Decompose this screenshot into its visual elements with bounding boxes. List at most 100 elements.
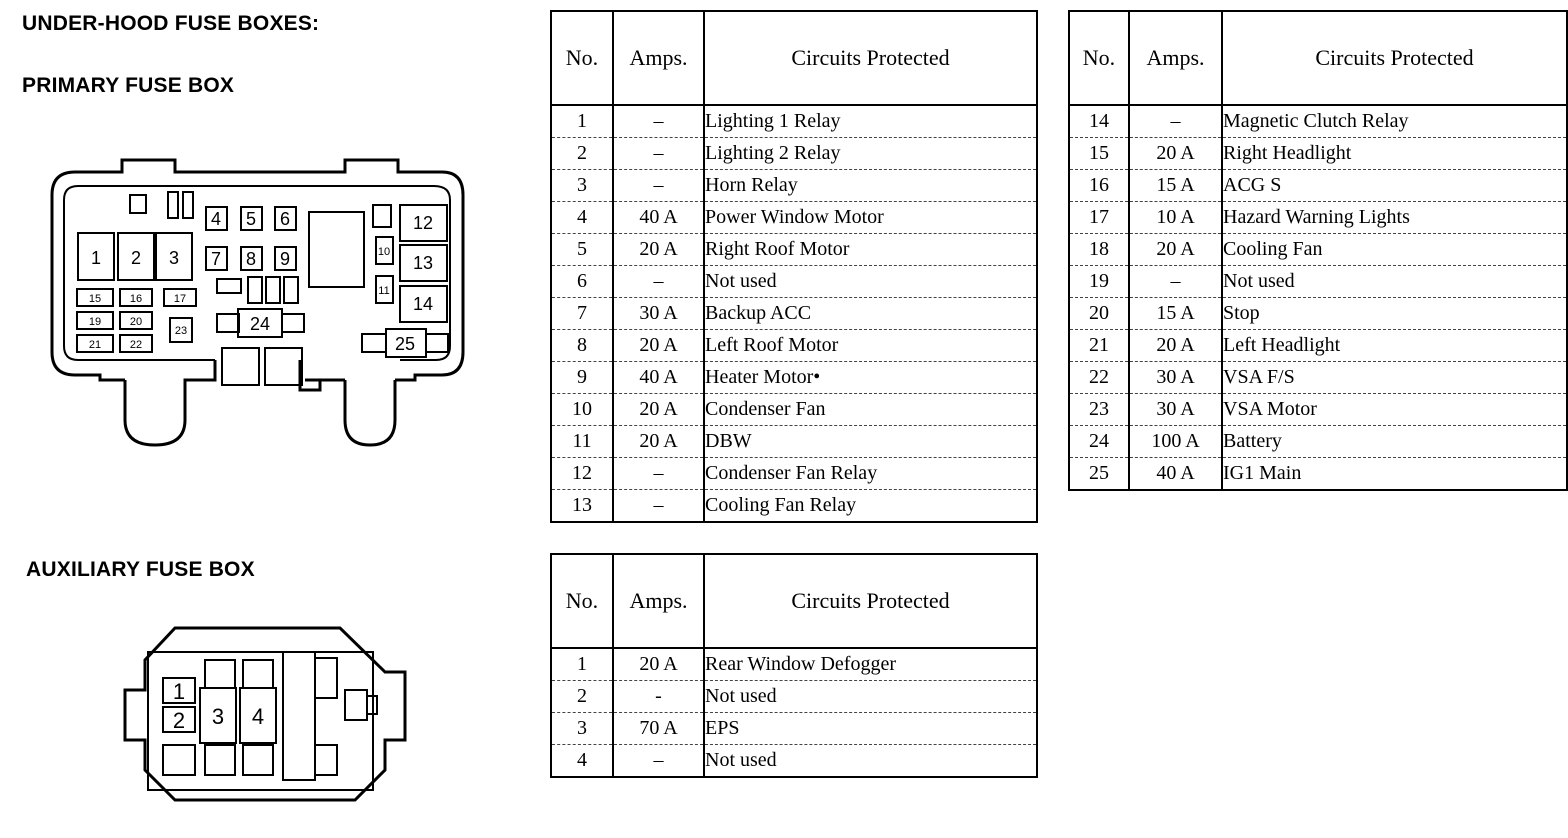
- cell-no: 6: [550, 265, 614, 298]
- cell-no: 10: [550, 393, 614, 426]
- diagram-label-11: 11: [378, 285, 389, 297]
- diagram-label-23: 23: [175, 325, 187, 337]
- cell-amps: –: [612, 104, 705, 138]
- table-row: 19–Not used: [1068, 265, 1568, 298]
- cell-circuit: Not used: [703, 744, 1038, 778]
- cell-amps: 20 A: [612, 647, 705, 681]
- cell-amps: –: [612, 744, 705, 778]
- diagram-label-13: 13: [413, 253, 433, 273]
- cell-amps: –: [1128, 104, 1223, 138]
- col-header-no: No.: [1068, 10, 1130, 106]
- cell-circuit: EPS: [703, 712, 1038, 745]
- cell-amps: 40 A: [612, 361, 705, 394]
- cell-no: 7: [550, 297, 614, 330]
- cell-circuit: Power Window Motor: [703, 201, 1038, 234]
- cell-no: 23: [1068, 393, 1130, 426]
- cell-amps: 20 A: [1128, 329, 1223, 362]
- cell-amps: 30 A: [1128, 361, 1223, 394]
- aux-diagram-label-2: 2: [173, 708, 185, 733]
- cell-circuit: Cooling Fan Relay: [703, 489, 1038, 523]
- diagram-label-17: 17: [174, 293, 186, 305]
- primary-fuse-box-diagram: 1 2 3 4 5 6 7 8 9 12 13 14 24 25 10 11 1…: [50, 158, 465, 447]
- col-header-no: No.: [550, 553, 614, 649]
- diagram-label-10: 10: [378, 246, 390, 258]
- diagram-label-4: 4: [211, 209, 221, 229]
- cell-no: 9: [550, 361, 614, 394]
- cell-circuit: IG1 Main: [1221, 457, 1568, 491]
- cell-amps: 40 A: [612, 201, 705, 234]
- cell-amps: 15 A: [1128, 297, 1223, 330]
- cell-amps: 20 A: [612, 329, 705, 362]
- diagram-label-2: 2: [131, 248, 141, 268]
- cell-no: 8: [550, 329, 614, 362]
- cell-no: 4: [550, 744, 614, 778]
- cell-circuit: Condenser Fan: [703, 393, 1038, 426]
- aux-diagram-label-3: 3: [212, 704, 224, 729]
- table-row: 14–Magnetic Clutch Relay: [1068, 104, 1568, 138]
- cell-no: 3: [550, 169, 614, 202]
- cell-no: 1: [550, 104, 614, 138]
- cell-no: 25: [1068, 457, 1130, 491]
- cell-circuit: Not used: [703, 680, 1038, 713]
- diagram-label-12: 12: [413, 213, 433, 233]
- table-row: 3–Horn Relay: [550, 169, 1038, 202]
- diagram-label-9: 9: [280, 249, 290, 269]
- auxiliary-fuse-box-diagram: 1 2 3 4: [123, 626, 407, 802]
- cell-amps: 20 A: [612, 393, 705, 426]
- col-header-amps: Amps.: [1128, 10, 1223, 106]
- cell-circuit: Left Roof Motor: [703, 329, 1038, 362]
- col-header-circuits: Circuits Protected: [703, 10, 1038, 106]
- auxiliary-fuse-box-heading: AUXILIARY FUSE BOX: [26, 558, 255, 581]
- cell-amps: 30 A: [612, 297, 705, 330]
- cell-circuit: VSA F/S: [1221, 361, 1568, 394]
- cell-no: 3: [550, 712, 614, 745]
- cell-circuit: Lighting 2 Relay: [703, 137, 1038, 170]
- cell-circuit: Stop: [1221, 297, 1568, 330]
- cell-circuit: ACG S: [1221, 169, 1568, 202]
- cell-circuit: Battery: [1221, 425, 1568, 458]
- cell-amps: 20 A: [612, 233, 705, 266]
- cell-no: 16: [1068, 169, 1130, 202]
- cell-circuit: Magnetic Clutch Relay: [1221, 104, 1568, 138]
- cell-no: 1: [550, 647, 614, 681]
- cell-no: 2: [550, 680, 614, 713]
- cell-no: 18: [1068, 233, 1130, 266]
- cell-no: 24: [1068, 425, 1130, 458]
- cell-circuit: Condenser Fan Relay: [703, 457, 1038, 490]
- cell-circuit: Cooling Fan: [1221, 233, 1568, 266]
- diagram-label-15: 15: [89, 293, 101, 305]
- cell-amps: 30 A: [1128, 393, 1223, 426]
- cell-amps: 100 A: [1128, 425, 1223, 458]
- diagram-label-20: 20: [130, 316, 142, 328]
- cell-no: 17: [1068, 201, 1130, 234]
- table-row: 2-Not used: [550, 680, 1038, 713]
- cell-circuit: Lighting 1 Relay: [703, 104, 1038, 138]
- cell-no: 5: [550, 233, 614, 266]
- table-row: 12–Condenser Fan Relay: [550, 457, 1038, 490]
- cell-no: 22: [1068, 361, 1130, 394]
- cell-circuit: Right Roof Motor: [703, 233, 1038, 266]
- cell-amps: 10 A: [1128, 201, 1223, 234]
- cell-circuit: Not used: [703, 265, 1038, 298]
- cell-amps: 20 A: [612, 425, 705, 458]
- col-header-amps: Amps.: [612, 553, 705, 649]
- cell-circuit: Heater Motor•: [703, 361, 1038, 394]
- cell-amps: –: [612, 169, 705, 202]
- primary-fuse-box-heading: PRIMARY FUSE BOX: [22, 74, 235, 97]
- aux-diagram-label-1: 1: [173, 679, 185, 704]
- diagram-label-24: 24: [250, 314, 270, 334]
- diagram-label-6: 6: [280, 209, 290, 229]
- cell-circuit: Rear Window Defogger: [703, 647, 1038, 681]
- cell-no: 4: [550, 201, 614, 234]
- cell-circuit: Backup ACC: [703, 297, 1038, 330]
